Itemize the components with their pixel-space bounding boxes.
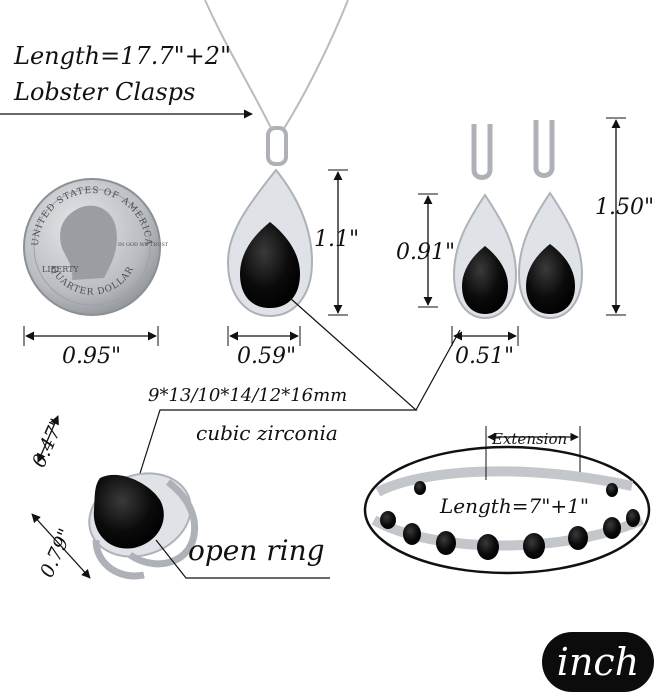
necklace-length-label: Length=17.7"+2" [14,42,232,70]
ring-type-label: open ring [188,534,325,567]
stone-callout-line [129,297,418,506]
bracelet [363,445,651,575]
earring-height-label: 1.50" [595,195,655,220]
pendant-height-label: 1.1" [314,227,360,252]
ring [88,472,199,580]
bracelet-extension-label: Extension [492,430,568,448]
ring-width-arrow [37,415,59,463]
stone-sizes-label: 9*13/10*14/12*16mm [148,385,348,406]
earring-stone-height-label: 0.91" [396,240,456,265]
unit-badge: inch [542,632,654,692]
clasp-label: Lobster Clasps [14,78,196,106]
pendant-width-label: 0.59" [237,344,297,369]
bracelet-length-label: Length=7"+1" [440,494,590,518]
quarter-coin [23,178,161,316]
ring-callout-line [155,539,330,579]
ring-height-arrow [31,513,91,579]
earring-right [517,120,584,320]
stone-type-label: cubic zirconia [196,421,338,445]
pendant [226,126,314,318]
earring-left [452,124,518,320]
necklace-chain [204,0,349,131]
coin-width-label: 0.95" [62,344,122,369]
earring-width-label: 0.51" [455,344,515,369]
